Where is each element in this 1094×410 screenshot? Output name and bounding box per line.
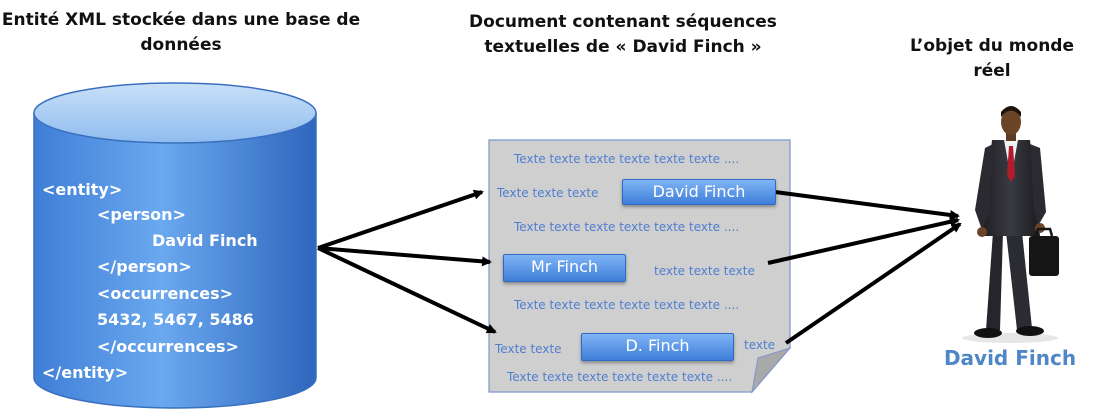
xml-person-value: David Finch	[152, 231, 258, 250]
document-filler-line: Texte texte texte texte texte texte ....	[514, 220, 740, 234]
mention-david-finch: David Finch	[622, 179, 776, 205]
mention-mr-finch: Mr Finch	[503, 254, 626, 282]
xml-person-close: </person>	[97, 257, 192, 276]
real-object-heading: L’objet du monde réel	[909, 36, 1074, 81]
businessman-icon	[962, 106, 1059, 343]
xml-occurrences-value: 5432, 5467, 5486	[97, 310, 254, 329]
person-caption: David Finch	[943, 346, 1077, 370]
xml-entity-close: </entity>	[42, 363, 129, 382]
document-filler-text: texte texte texte	[654, 264, 755, 278]
mention-d-finch: D. Finch	[581, 333, 734, 361]
database-cylinder-icon	[33, 82, 317, 409]
xml-entity-open: <entity>	[42, 180, 123, 199]
document-filler-text: Texte texte texte	[497, 186, 599, 200]
document-filler-text: texte	[744, 338, 776, 352]
db-to-document-arrows	[317, 189, 497, 334]
document-heading: Document contenant séquences textuelles …	[469, 12, 777, 57]
xml-occurrences-close: </occurrences>	[97, 337, 239, 356]
document-filler-line: Texte texte texte texte texte texte ....	[514, 152, 740, 166]
xml-person-open: <person>	[97, 205, 186, 224]
document-filler-line: Texte texte texte texte texte texte ....	[507, 370, 733, 384]
document-filler-line: Texte texte texte texte texte texte ....	[514, 298, 740, 312]
xml-occurrences-open: <occurrences>	[97, 284, 234, 303]
database-heading: Entité XML stockée dans une base de donn…	[1, 10, 361, 55]
document-to-person-arrows	[767, 190, 962, 345]
document-filler-text: Texte texte	[495, 342, 562, 356]
